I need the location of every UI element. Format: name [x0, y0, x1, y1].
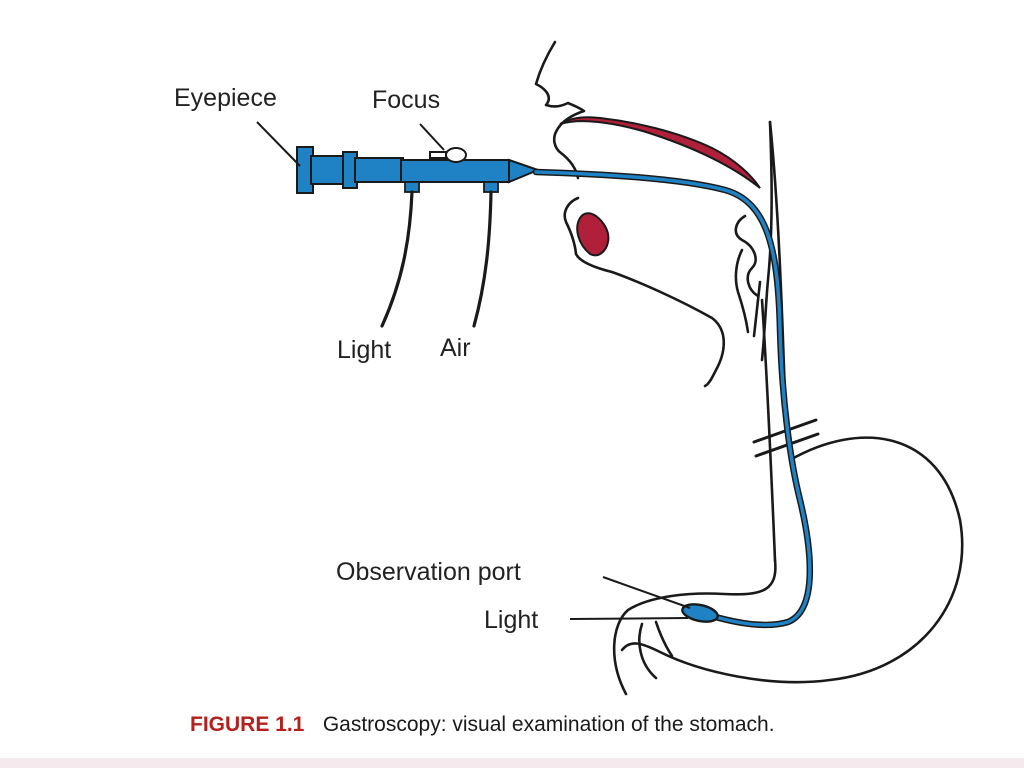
scope-tip — [681, 603, 719, 623]
label-observation-port: Observation port — [336, 558, 521, 586]
scope-cables — [380, 190, 493, 328]
control-body — [400, 159, 510, 183]
label-eyepiece: Eyepiece — [174, 84, 277, 112]
endoscope-body — [296, 146, 541, 194]
label-light-top: Light — [337, 336, 391, 364]
label-light-bottom: Light — [484, 606, 538, 634]
leader-lines — [256, 121, 691, 620]
bottom-strip — [0, 758, 1024, 768]
focus-knob — [445, 147, 467, 163]
caption-number: FIGURE 1.1 — [190, 713, 305, 736]
palate-tissue — [559, 116, 761, 189]
head-outline — [534, 40, 773, 388]
tongue-tissue — [576, 212, 610, 257]
esophagus-stomach-outline — [612, 120, 964, 696]
caption-text: Gastroscopy: visual examination of the s… — [323, 713, 775, 736]
figure-caption: FIGURE 1.1 Gastroscopy: visual examinati… — [190, 713, 775, 736]
light-cable — [380, 190, 414, 328]
air-cable — [472, 190, 493, 328]
label-air: Air — [440, 334, 471, 362]
label-focus: Focus — [372, 86, 440, 114]
